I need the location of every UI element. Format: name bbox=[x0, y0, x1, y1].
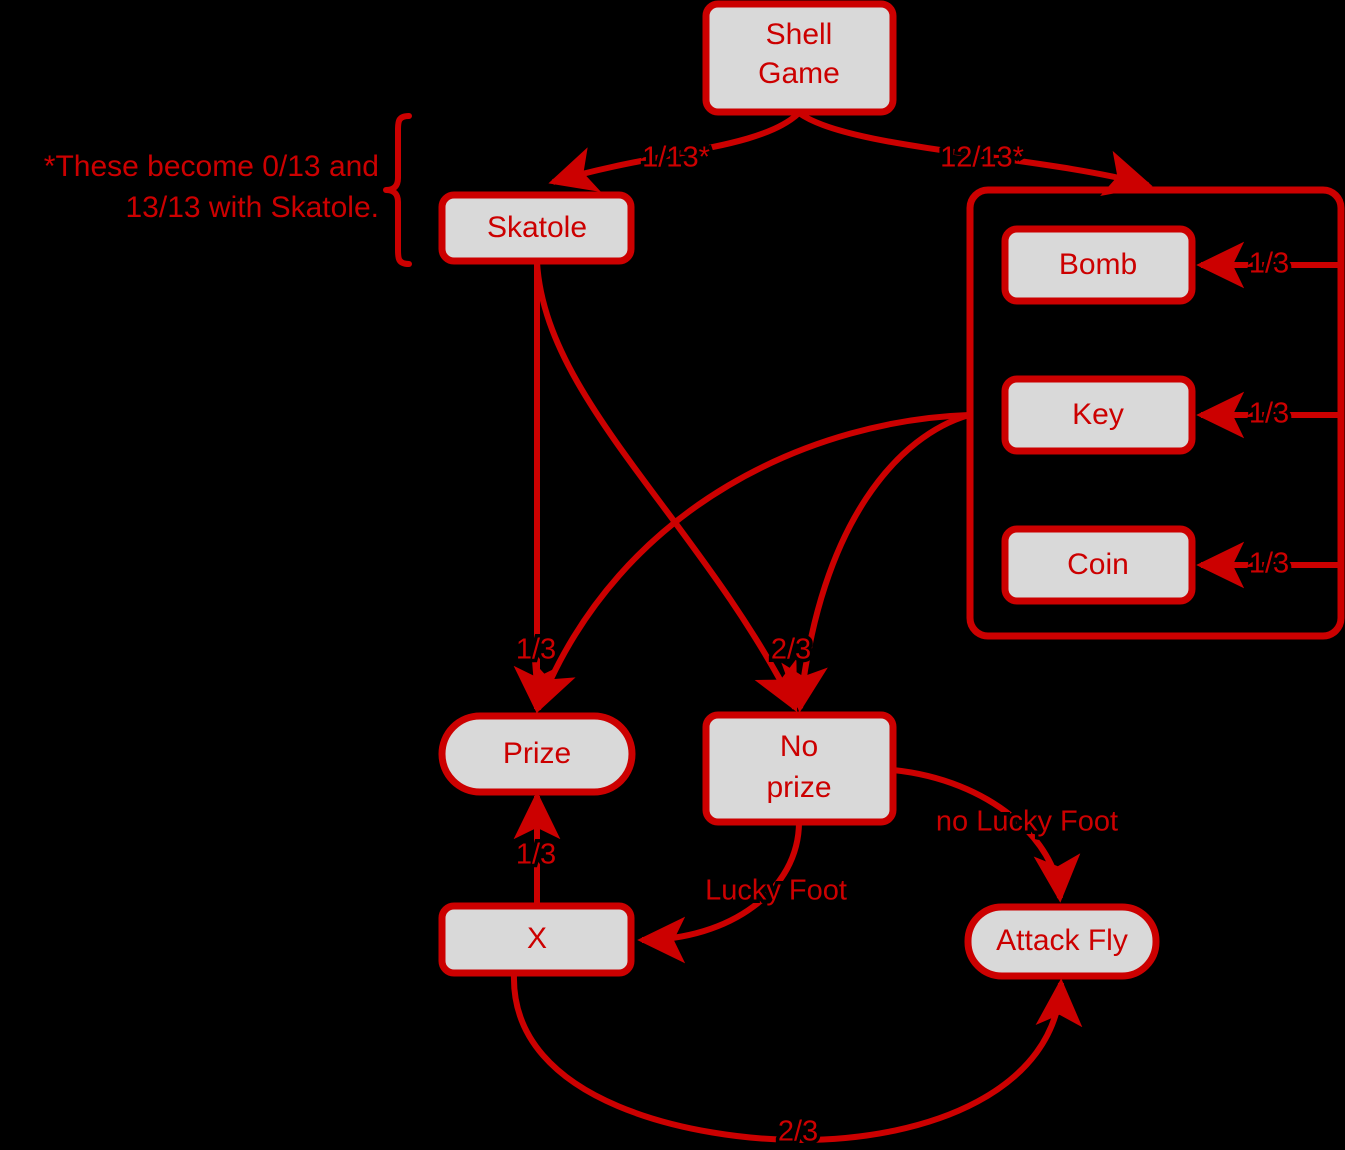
key-label: Key bbox=[1072, 398, 1124, 431]
annotation-note-line1: *These become 0/13 and bbox=[44, 150, 379, 183]
label-skatole-to-prize: 1/3 bbox=[516, 634, 556, 666]
edge-x-to-attackfly bbox=[510, 973, 1083, 1144]
edge-label-group: 1/13* 12/13* 1/3 1/3 1/3 1/3 2/3 1/3 2/3… bbox=[512, 138, 1292, 1150]
edge-container-to-noprize bbox=[781, 412, 970, 713]
edge-container-to-prize bbox=[532, 412, 970, 714]
label-shell-to-skatole: 1/13* bbox=[642, 142, 710, 174]
no-prize-label-line2: prize bbox=[766, 771, 831, 804]
prize-box[interactable] bbox=[438, 712, 636, 796]
edge-skatole-to-noprize bbox=[534, 261, 798, 713]
node-no-prize[interactable]: No prize bbox=[702, 711, 897, 826]
node-prize[interactable]: Prize bbox=[438, 712, 636, 796]
label-x-to-prize: 1/3 bbox=[516, 839, 556, 871]
coin-label: Coin bbox=[1067, 548, 1129, 581]
no-prize-box[interactable] bbox=[702, 711, 897, 826]
node-x[interactable]: X bbox=[438, 902, 635, 977]
annotation-note-line2: 13/13 with Skatole. bbox=[126, 191, 380, 224]
x-label: X bbox=[527, 922, 547, 955]
label-coin-in: 1/3 bbox=[1249, 548, 1289, 580]
outcomes-container bbox=[966, 186, 1345, 640]
node-coin[interactable]: Coin bbox=[1001, 525, 1196, 605]
key-box[interactable] bbox=[1001, 375, 1196, 455]
node-bomb[interactable]: Bomb bbox=[1001, 225, 1196, 305]
edge-noprize-to-x bbox=[637, 821, 802, 964]
skatole-label: Skatole bbox=[487, 211, 587, 244]
edge-shell-to-container bbox=[797, 110, 1153, 197]
x-box[interactable] bbox=[438, 902, 635, 977]
node-attack-fly[interactable]: Attack Fly bbox=[964, 903, 1160, 980]
node-shell-game[interactable]: Shell Game bbox=[702, 0, 897, 116]
shell-game-label-line2: Game bbox=[758, 57, 840, 90]
edge-shell-to-skatole bbox=[548, 110, 802, 193]
label-bomb-in: 1/3 bbox=[1249, 248, 1289, 280]
coin-box[interactable] bbox=[1001, 525, 1196, 605]
attack-fly-box[interactable] bbox=[964, 903, 1160, 980]
label-key-in: 1/3 bbox=[1249, 398, 1289, 430]
edge-noprize-to-attackfly bbox=[892, 767, 1081, 903]
label-skatole-to-noprize: 2/3 bbox=[771, 634, 811, 666]
bomb-box[interactable] bbox=[1001, 225, 1196, 305]
shell-game-label-line1: Shell bbox=[766, 18, 833, 51]
label-noprize-to-x: Lucky Foot bbox=[705, 875, 847, 907]
node-key[interactable]: Key bbox=[1001, 375, 1196, 455]
label-noprize-to-attackfly: no Lucky Foot bbox=[936, 806, 1118, 838]
node-skatole[interactable]: Skatole bbox=[438, 191, 635, 265]
label-x-to-attackfly: 2/3 bbox=[778, 1116, 818, 1148]
prize-label: Prize bbox=[503, 737, 571, 770]
attack-fly-label: Attack Fly bbox=[996, 924, 1128, 957]
label-shell-to-container: 12/13* bbox=[940, 142, 1024, 174]
annotation-brace bbox=[383, 113, 412, 267]
bomb-label: Bomb bbox=[1059, 248, 1137, 281]
skatole-box[interactable] bbox=[438, 191, 635, 265]
no-prize-label-line1: No bbox=[780, 730, 818, 763]
shell-game-box[interactable] bbox=[702, 0, 897, 116]
